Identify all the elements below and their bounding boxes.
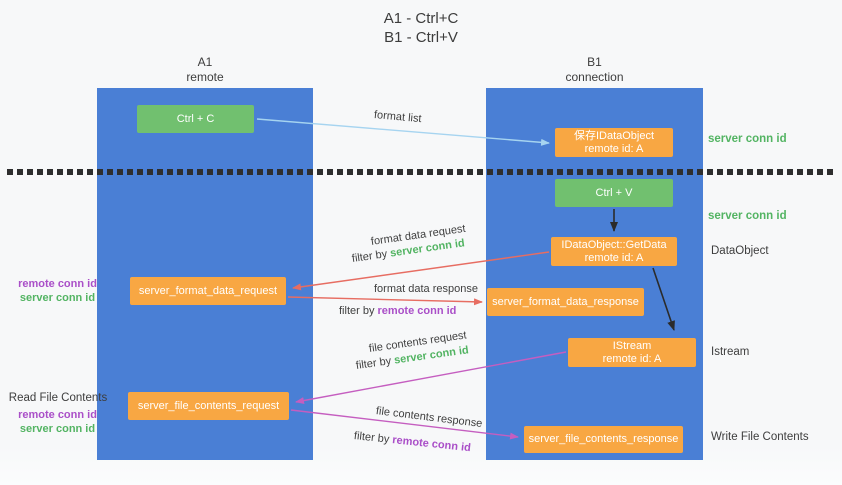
node-getdata-line2: remote id: A bbox=[584, 251, 644, 264]
node-save-idataobject: 保存IDataObject remote id: A bbox=[555, 128, 673, 157]
label-write-file-contents: Write File Contents bbox=[711, 431, 809, 443]
node-server-file-contents-request: server_file_contents_request bbox=[128, 392, 289, 420]
label-file-conn-ids: remote conn id server conn id bbox=[10, 408, 105, 436]
node-idataobject-getdata: IDataObject::GetData remote id: A bbox=[551, 237, 677, 266]
label-istream: Istream bbox=[711, 346, 750, 358]
label-filter-format-response: filter by remote conn id bbox=[339, 305, 456, 317]
node-istream-line1: IStream bbox=[612, 339, 652, 352]
label-file-contents-response: file contents response bbox=[375, 405, 483, 430]
filter-prefix: filter by bbox=[355, 355, 392, 372]
node-ctrl-v: Ctrl + V bbox=[555, 179, 673, 207]
lifeline-b1-role: connection bbox=[565, 70, 624, 84]
label-remote-conn-id: remote conn id bbox=[18, 278, 97, 290]
filter-prefix: filter by bbox=[351, 248, 388, 265]
node-istream-line2: remote id: A bbox=[602, 352, 662, 365]
label-server-conn-id: server conn id bbox=[19, 292, 96, 304]
node-server-format-data-request: server_format_data_request bbox=[130, 277, 286, 305]
diagram-title-line1: A1 - Ctrl+C bbox=[383, 10, 459, 27]
label-format-conn-ids: remote conn id server conn id bbox=[10, 277, 105, 305]
arrow-format-data-response bbox=[287, 296, 483, 306]
node-format-response-label: server_format_data_response bbox=[492, 295, 639, 308]
label-remote-conn-id: remote conn id bbox=[18, 409, 97, 421]
lifeline-a1-name: A1 bbox=[197, 55, 213, 69]
label-server-conn-id: server conn id bbox=[19, 423, 96, 435]
node-file-response-label: server_file_contents_response bbox=[528, 433, 679, 445]
node-file-request-label: server_file_contents_request bbox=[137, 399, 280, 412]
filter-key-remote-conn-id: remote conn id bbox=[377, 305, 457, 317]
label-dataobject: DataObject bbox=[711, 245, 769, 257]
filter-prefix: filter by bbox=[353, 430, 390, 446]
lifeline-b1-name: B1 bbox=[587, 55, 602, 69]
node-server-file-contents-response: server_file_contents_response bbox=[524, 426, 683, 453]
node-format-request-label: server_format_data_request bbox=[138, 284, 278, 297]
lifeline-b1-header: B1 connection bbox=[486, 55, 703, 85]
filter-key-remote-conn-id: remote conn id bbox=[391, 434, 472, 455]
diagram-title-line2: B1 - Ctrl+V bbox=[384, 29, 458, 46]
node-getdata-line1: IDataObject::GetData bbox=[561, 238, 667, 251]
node-save-idataobject-line1: 保存IDataObject bbox=[573, 129, 655, 142]
lifeline-a1-role: remote bbox=[186, 70, 224, 84]
filter-prefix: filter by bbox=[339, 305, 375, 317]
lifeline-a1-header: A1 remote bbox=[97, 55, 313, 85]
node-ctrl-c: Ctrl + C bbox=[137, 105, 254, 133]
label-filter-file-response: filter by remote conn id bbox=[353, 430, 471, 454]
diagram-title: A1 - Ctrl+C B1 - Ctrl+V bbox=[0, 9, 842, 47]
node-server-format-data-response: server_format_data_response bbox=[487, 288, 644, 316]
label-format-data-response: format data response bbox=[374, 283, 478, 295]
node-istream: IStream remote id: A bbox=[568, 338, 696, 367]
label-server-conn-id-right-mid: server conn id bbox=[708, 210, 787, 222]
label-read-file-contents: Read File Contents bbox=[8, 392, 108, 404]
node-ctrl-v-label: Ctrl + V bbox=[595, 186, 633, 199]
label-server-conn-id-right-top: server conn id bbox=[708, 133, 787, 145]
label-format-list: format list bbox=[373, 109, 423, 126]
node-ctrl-c-label: Ctrl + C bbox=[176, 112, 215, 125]
node-save-idataobject-line2: remote id: A bbox=[584, 142, 644, 155]
clipboard-boundary-dashed-line bbox=[7, 169, 836, 175]
